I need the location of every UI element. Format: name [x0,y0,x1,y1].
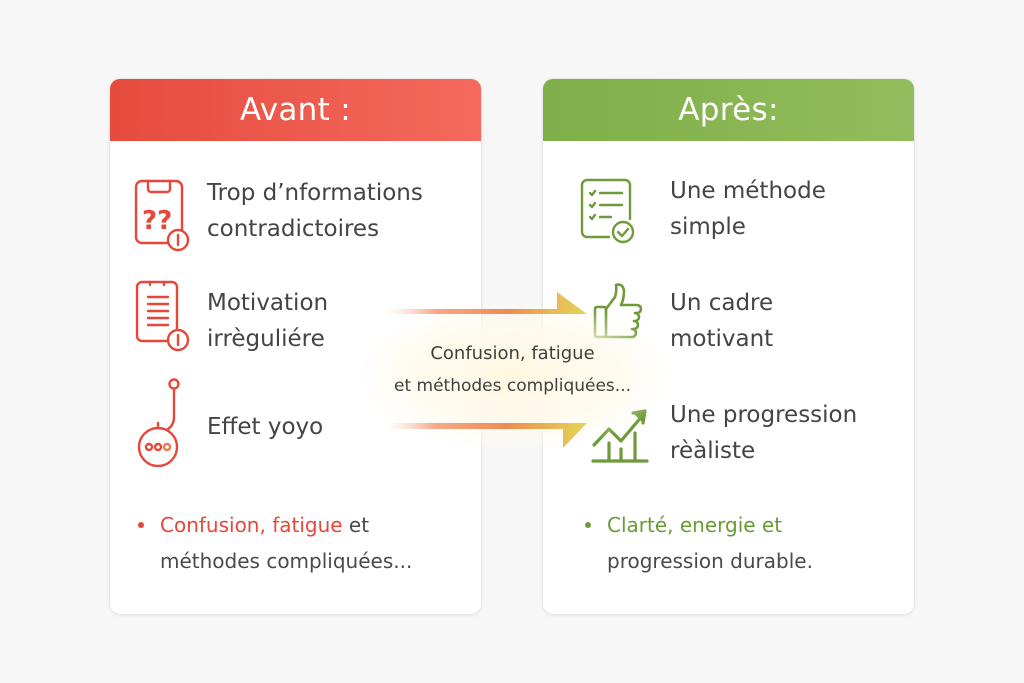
before-item-text: Effet yoyo [207,414,324,440]
before-summary: Confusion, fatigue et méthodes compliqué… [138,507,412,579]
after-summary: Clarté, energie et progression durable. [585,507,813,579]
after-header: Après: [543,79,914,141]
clipboard-list-alert-icon [128,279,192,357]
after-item-text: Un cadre motivant [670,290,774,352]
after-card: Après: Une méthode simple [543,79,914,614]
after-title: Après: [678,92,779,128]
before-item-text: Trop d’nformations contradictoires [207,180,423,242]
before-title: Avant : [240,92,351,128]
before-item-text: Motivation irrèguliére [207,290,329,352]
bullet-dot [138,522,144,528]
after-item-text: Une progression rèàliste [670,402,858,464]
clipboard-question-icon: ?? [128,177,192,255]
bullet-dot [585,522,591,528]
after-item-text: Une méthode simple [670,178,826,240]
thumbs-up-icon [591,281,651,343]
checklist-icon [573,175,637,253]
transition-text: Confusion, fatigue et méthodes compliqué… [394,343,631,396]
yoyo-icon [128,377,192,467]
svg-text:??: ?? [142,206,172,236]
growth-chart-icon [591,403,651,465]
before-header: Avant : [110,79,481,141]
